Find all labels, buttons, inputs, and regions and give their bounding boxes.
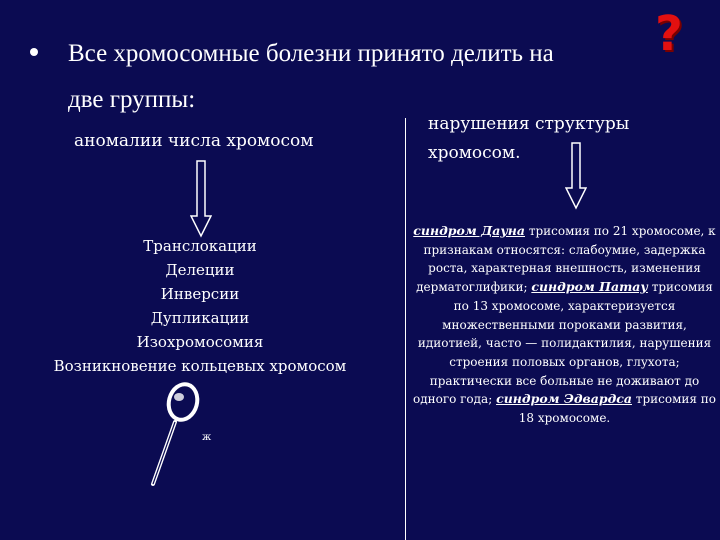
right-heading-line-2: хромосом. xyxy=(428,143,521,163)
bullet-dot xyxy=(30,48,38,56)
list-item: Транслокации xyxy=(143,237,257,255)
list-item: Возникновение кольцевых хромосом xyxy=(53,357,347,375)
column-divider xyxy=(405,118,406,540)
edwards-syndrome-name: синдром Эдвардса xyxy=(496,391,632,407)
small-mark: ж xyxy=(202,432,212,443)
list-item: Изохромосомия xyxy=(136,333,264,351)
edwards-syndrome-desc: трисомия по 18 хромосоме. xyxy=(518,392,717,426)
left-down-arrow xyxy=(190,160,212,238)
syndrome-description: синдром Дауна трисомия по 21 хромосоме, … xyxy=(412,222,717,428)
patau-syndrome-desc: трисомия по 13 хромосоме, характеризуетс… xyxy=(412,280,713,407)
magnifier-icon xyxy=(151,382,200,486)
down-syndrome-name: синдром Дауна xyxy=(413,223,526,238)
right-down-arrow xyxy=(565,142,587,210)
question-mark: ? xyxy=(655,6,683,62)
left-heading: аномалии числа хромосом xyxy=(74,131,314,151)
list-item: Дупликации xyxy=(150,309,250,327)
left-list: Транслокации Делеции Инверсии Дупликации… xyxy=(20,234,380,378)
down-syndrome-desc: трисомия по 21 хромосоме, к признакам от… xyxy=(416,224,716,295)
patau-syndrome-name: синдром Патау xyxy=(531,279,648,295)
title-line-2: две группы: xyxy=(68,86,196,113)
list-item: Делеции xyxy=(165,261,235,279)
right-heading-line-1: нарушения структуры xyxy=(428,114,630,134)
list-item: Инверсии xyxy=(160,285,240,303)
title-line-1: Все хромосомные болезни принято делить н… xyxy=(68,40,554,67)
